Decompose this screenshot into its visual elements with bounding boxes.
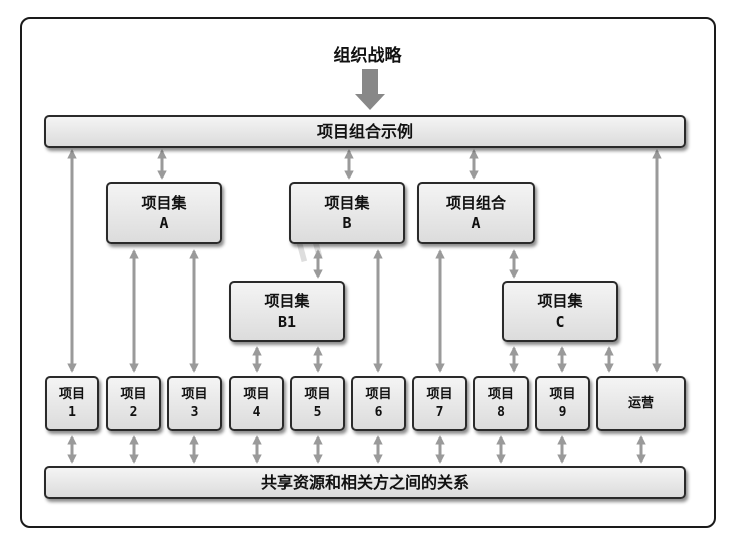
program-b-id: B (342, 214, 352, 232)
project-2-title: 项目 (120, 386, 147, 402)
portfolio-a-box: 项目组合 A (417, 182, 535, 244)
program-a-title: 项目集 (141, 193, 187, 212)
portfolio-a-id: A (471, 214, 481, 232)
operations-box: 运营 (596, 376, 686, 431)
portfolio-label: 项目组合示例 (316, 121, 413, 141)
project-6-title: 项目 (365, 386, 392, 402)
program-b1-title: 项目集 (264, 292, 310, 311)
project-6-box: 项目 6 (351, 376, 406, 431)
shared-resources-label: 共享资源和相关方之间的关系 (260, 472, 469, 492)
project-9-box: 项目 9 (535, 376, 590, 431)
program-c-title: 项目集 (537, 292, 583, 311)
strategy-label: 组织战略 (333, 46, 402, 66)
portfolio-a-title: 项目组合 (445, 193, 506, 212)
program-c-box: 项目集 C (502, 281, 618, 342)
portfolio-bar: 项目组合示例 (44, 115, 686, 148)
project-9-title: 项目 (549, 386, 576, 402)
project-7-box: 项目 7 (412, 376, 467, 431)
project-5-box: 项目 5 (290, 376, 345, 431)
project-5-title: 项目 (304, 386, 331, 402)
program-b-title: 项目集 (324, 193, 370, 212)
program-a-box: 项目集 A (106, 182, 222, 244)
project-4-title: 项目 (243, 386, 270, 402)
project-9-id: 9 (558, 404, 567, 420)
program-b1-id: B1 (277, 312, 297, 331)
project-3-id: 3 (190, 404, 199, 420)
project-4-box: 项目 4 (229, 376, 284, 431)
program-a-id: A (159, 214, 169, 232)
project-5-id: 5 (313, 404, 322, 420)
project-1-id: 1 (68, 404, 76, 420)
operations-label: 运营 (627, 395, 654, 411)
project-3-title: 项目 (181, 386, 208, 402)
project-2-id: 2 (129, 404, 138, 420)
project-1-box: 项目 1 (45, 376, 99, 431)
shared-resources-bar: 共享资源和相关方之间的关系 (44, 466, 686, 499)
project-8-box: 项目 8 (473, 376, 529, 431)
project-3-box: 项目 3 (167, 376, 222, 431)
project-8-id: 8 (497, 404, 505, 420)
project-4-id: 4 (252, 404, 261, 420)
project-6-id: 6 (374, 404, 383, 420)
program-b1-box: 项目集 B1 (229, 281, 345, 342)
project-2-box: 项目 2 (106, 376, 161, 431)
project-8-title: 项目 (487, 386, 514, 402)
project-7-title: 项目 (426, 386, 453, 402)
program-c-id: C (555, 312, 565, 331)
program-b-box: 项目集 B (289, 182, 405, 244)
strategy-down-arrow (355, 69, 385, 110)
project-7-id: 7 (435, 404, 444, 420)
project-1-title: 项目 (58, 386, 85, 402)
